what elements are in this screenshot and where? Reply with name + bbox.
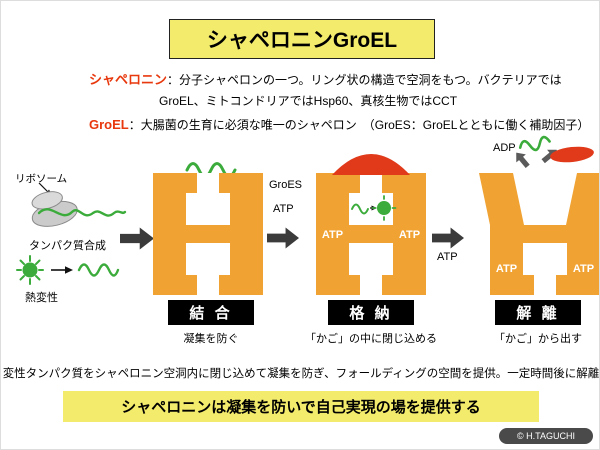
chaperonin-definition-text: ：分子シャペロンの一つ。リング状の構造で空洞をもつ。バクテリアでは [167,73,562,87]
stage-box-binding: 結 合 [168,300,254,325]
ribosome-label: リボソーム [15,173,68,185]
page-title: シャペロニンGroEL [206,29,398,52]
groel-barrel-3: ATP ATP [479,173,599,295]
denature-label: 熱変性 [25,292,58,304]
flow-arrow-3 [432,227,464,249]
groel-barrel-2: ATP ATP [316,154,426,295]
ribosome-graphic [31,183,127,227]
denature-arrowhead [65,266,73,274]
chaperonin-definition-line2: GroEL、ミトコンドリアではHsp60、真核生物ではCCT [159,94,458,108]
term-groel: GroEL [89,117,129,132]
synthesis-label: タンパク質合成 [29,240,106,252]
atp-label-right: ATP [399,229,420,241]
atp-label-left: ATP [496,263,517,275]
open-wall-right [566,173,599,225]
folded-protein-icon [22,262,38,278]
groel-definition-text: ：大腸菌の生育に必須な唯一のシャペロン （GroES：GroELとともに働く補助… [128,118,590,132]
atp-transition2-label: ATP [437,251,458,263]
encapsulated-squiggle [351,203,369,215]
folding-protein-icon [377,201,391,215]
groes-transition-label: GroES [269,179,303,191]
flow-arrow-2 [267,227,299,249]
atp-label-right: ATP [573,263,594,275]
summary-note: 変性タンパク質をシャペロニン空洞内に閉じ込めて凝集を防ぎ、フォールディングの空間… [2,368,600,380]
open-wall-left [479,173,524,225]
stage-caption-binding: 凝集を防ぐ [183,333,239,345]
title-box: シャペロニンGroEL [169,19,435,59]
groes-cap-icon [332,154,410,175]
ribosome-icon [31,191,78,227]
stage-caption-release: 「かご」から出す [494,333,582,345]
stage-caption-encapsulation: 「かご」の中に閉じ込める [305,333,437,345]
atp-label-left: ATP [322,229,343,241]
released-squiggle [518,135,551,152]
groel-definition: GroEL：大腸菌の生育に必須な唯一のシャペロン （GroES：GroELととも… [89,116,589,134]
groel-barrel-1 [153,173,263,295]
conclusion-banner: シャペロニンは凝集を防いで自己実現の場を提供する [63,391,539,422]
term-chaperonin: シャペロニン [89,72,168,87]
atp-transition1-label: ATP [273,203,294,215]
nascent-protein-thread [37,208,127,217]
stage-box-encapsulation: 格 納 [328,300,414,325]
released-protein-graphic [518,135,551,152]
denaturation-graphic [16,255,120,285]
credit-badge: © H.TAGUCHI [499,428,593,444]
unfolded-protein-squiggle [77,263,120,277]
chaperonin-definition: シャペロニン：分子シャペロンの一つ。リング状の構造で空洞をもつ。バクテリアでは [89,69,562,89]
adp-label: ADP [493,142,516,154]
stage-box-release: 解 離 [495,300,581,325]
folded-protein-spikes [16,255,44,285]
